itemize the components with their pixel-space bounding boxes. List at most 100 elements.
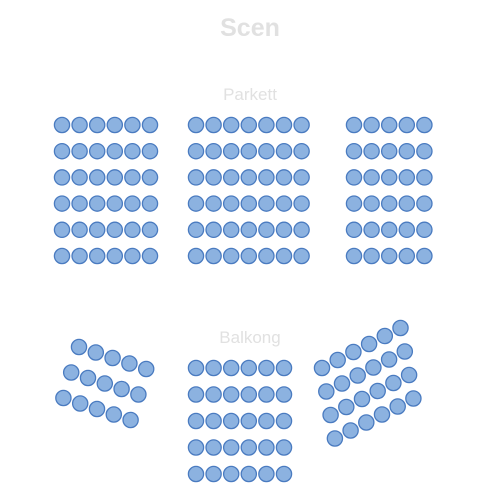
balkong-left-seat-r3-s2[interactable] (71, 395, 89, 412)
balkong-center-seat-r1-s1[interactable] (187, 359, 205, 377)
parkett-center-seat-r6-s4[interactable] (240, 247, 258, 265)
parkett-left-seat-r6-s4[interactable] (106, 247, 124, 265)
balkong-center-seat-r1-s6[interactable] (275, 359, 293, 377)
parkett-right-seat-r6-s4[interactable] (398, 247, 416, 265)
parkett-left-seat-r1-s5[interactable] (124, 116, 141, 134)
parkett-left-seat-r4-s3[interactable] (88, 195, 106, 212)
parkett-left-seat-r6-s2[interactable] (71, 247, 88, 265)
parkett-left-seat-r5-s2[interactable] (71, 221, 88, 239)
balkong-right-seat-r3-s3[interactable] (353, 390, 371, 408)
balkong-left-seat-r2-s3[interactable] (96, 375, 114, 392)
parkett-center-seat-r3-s4[interactable] (240, 169, 258, 186)
balkong-left-seat-r3-s5[interactable] (122, 411, 139, 429)
balkong-right-seat-r4-s6[interactable] (405, 390, 422, 407)
balkong-center-seat-r5-s6[interactable] (275, 465, 293, 483)
parkett-center-seat-r6-s7[interactable] (293, 247, 310, 265)
parkett-right-seat-r4-s3[interactable] (380, 195, 398, 212)
parkett-right-seat-r4-s1[interactable] (345, 195, 363, 212)
balkong-right-seat-r3-s5[interactable] (385, 374, 402, 392)
parkett-center-seat-r1-s4[interactable] (240, 116, 258, 134)
parkett-center-seat-r3-s7[interactable] (293, 169, 310, 186)
parkett-right-seat-r1-s3[interactable] (380, 116, 398, 134)
parkett-center-seat-r2-s6[interactable] (275, 142, 293, 160)
balkong-center-seat-r2-s2[interactable] (205, 386, 222, 403)
balkong-right-seat-r3-s4[interactable] (369, 382, 386, 400)
balkong-left-seat-r2-s2[interactable] (79, 369, 97, 387)
parkett-center-seat-r3-s1[interactable] (187, 169, 205, 186)
balkong-center-seat-r1-s5[interactable] (258, 359, 275, 377)
parkett-left-seat-r5-s1[interactable] (53, 221, 71, 239)
parkett-left-seat-r1-s6[interactable] (141, 116, 159, 134)
parkett-center-seat-r2-s7[interactable] (293, 142, 310, 160)
parkett-right-seat-r1-s2[interactable] (363, 116, 380, 134)
parkett-center-seat-r2-s2[interactable] (205, 142, 222, 160)
parkett-right-seat-r5-s2[interactable] (363, 221, 380, 239)
balkong-left-seat-r1-s5[interactable] (137, 360, 155, 378)
balkong-center-seat-r2-s3[interactable] (222, 386, 240, 403)
parkett-center-seat-r1-s6[interactable] (275, 116, 293, 134)
parkett-left-seat-r3-s4[interactable] (106, 169, 124, 186)
parkett-right-seat-r6-s3[interactable] (380, 247, 398, 265)
balkong-center-seat-r5-s5[interactable] (258, 465, 275, 483)
balkong-center-seat-r5-s3[interactable] (222, 465, 240, 483)
parkett-left-seat-r3-s2[interactable] (71, 169, 88, 186)
parkett-center-seat-r6-s3[interactable] (222, 247, 240, 265)
parkett-right-seat-r5-s5[interactable] (416, 221, 433, 239)
parkett-center-seat-r3-s6[interactable] (275, 169, 293, 186)
balkong-center-seat-r2-s6[interactable] (275, 386, 293, 403)
parkett-left-seat-r1-s2[interactable] (71, 116, 88, 134)
parkett-left-seat-r3-s3[interactable] (88, 169, 106, 186)
balkong-center-seat-r5-s1[interactable] (187, 465, 205, 483)
parkett-left-seat-r5-s6[interactable] (141, 221, 159, 239)
balkong-center-seat-r4-s5[interactable] (258, 439, 275, 456)
parkett-center-seat-r4-s3[interactable] (222, 195, 240, 212)
parkett-left-seat-r4-s1[interactable] (53, 195, 71, 212)
balkong-center-seat-r3-s2[interactable] (205, 412, 222, 430)
balkong-center-seat-r3-s1[interactable] (187, 412, 205, 430)
parkett-center-seat-r1-s7[interactable] (293, 116, 310, 134)
parkett-right-seat-r2-s1[interactable] (345, 142, 363, 160)
parkett-center-seat-r2-s5[interactable] (258, 142, 275, 160)
parkett-right-seat-r5-s4[interactable] (398, 221, 416, 239)
balkong-center-seat-r1-s3[interactable] (222, 359, 240, 377)
balkong-right-seat-r3-s1[interactable] (322, 406, 339, 424)
parkett-left-seat-r2-s5[interactable] (124, 142, 141, 160)
parkett-center-seat-r6-s1[interactable] (187, 247, 205, 265)
parkett-left-seat-r6-s1[interactable] (53, 247, 71, 265)
parkett-center-seat-r1-s1[interactable] (187, 116, 205, 134)
parkett-left-seat-r2-s3[interactable] (88, 142, 106, 160)
parkett-right-seat-r6-s5[interactable] (416, 247, 433, 265)
parkett-left-seat-r4-s5[interactable] (124, 195, 141, 212)
balkong-center-seat-r2-s4[interactable] (240, 386, 258, 403)
parkett-center-seat-r5-s6[interactable] (275, 221, 293, 239)
balkong-left-seat-r3-s4[interactable] (105, 406, 123, 423)
balkong-right-seat-r3-s2[interactable] (338, 398, 355, 416)
balkong-right-seat-r2-s3[interactable] (349, 367, 366, 384)
parkett-left-seat-r2-s4[interactable] (106, 142, 124, 160)
parkett-center-seat-r4-s1[interactable] (187, 195, 205, 212)
parkett-center-seat-r3-s5[interactable] (258, 169, 275, 186)
balkong-right-seat-r4-s5[interactable] (389, 398, 406, 415)
parkett-right-seat-r1-s5[interactable] (416, 116, 433, 134)
parkett-right-seat-r2-s4[interactable] (398, 142, 416, 160)
parkett-center-seat-r3-s2[interactable] (205, 169, 222, 186)
parkett-right-seat-r3-s3[interactable] (380, 169, 398, 186)
balkong-right-seat-r2-s4[interactable] (365, 359, 382, 376)
parkett-center-seat-r1-s5[interactable] (258, 116, 275, 134)
parkett-center-seat-r2-s4[interactable] (240, 142, 258, 160)
balkong-center-seat-r3-s4[interactable] (240, 412, 258, 430)
parkett-left-seat-r5-s3[interactable] (88, 221, 106, 239)
balkong-right-seat-r2-s6[interactable] (396, 343, 414, 360)
parkett-right-seat-r4-s5[interactable] (416, 195, 433, 212)
balkong-right-seat-r1-s3[interactable] (345, 343, 362, 361)
balkong-left-seat-r2-s5[interactable] (130, 386, 147, 403)
parkett-center-seat-r4-s5[interactable] (258, 195, 275, 212)
parkett-right-seat-r6-s2[interactable] (363, 247, 380, 265)
parkett-center-seat-r5-s7[interactable] (293, 221, 310, 239)
balkong-right-seat-r4-s1[interactable] (326, 430, 344, 447)
balkong-right-seat-r2-s5[interactable] (380, 351, 398, 368)
balkong-center-seat-r3-s6[interactable] (275, 412, 293, 430)
balkong-left-seat-r1-s1[interactable] (70, 338, 88, 356)
balkong-right-seat-r1-s4[interactable] (360, 335, 378, 353)
parkett-right-seat-r3-s4[interactable] (398, 169, 416, 186)
